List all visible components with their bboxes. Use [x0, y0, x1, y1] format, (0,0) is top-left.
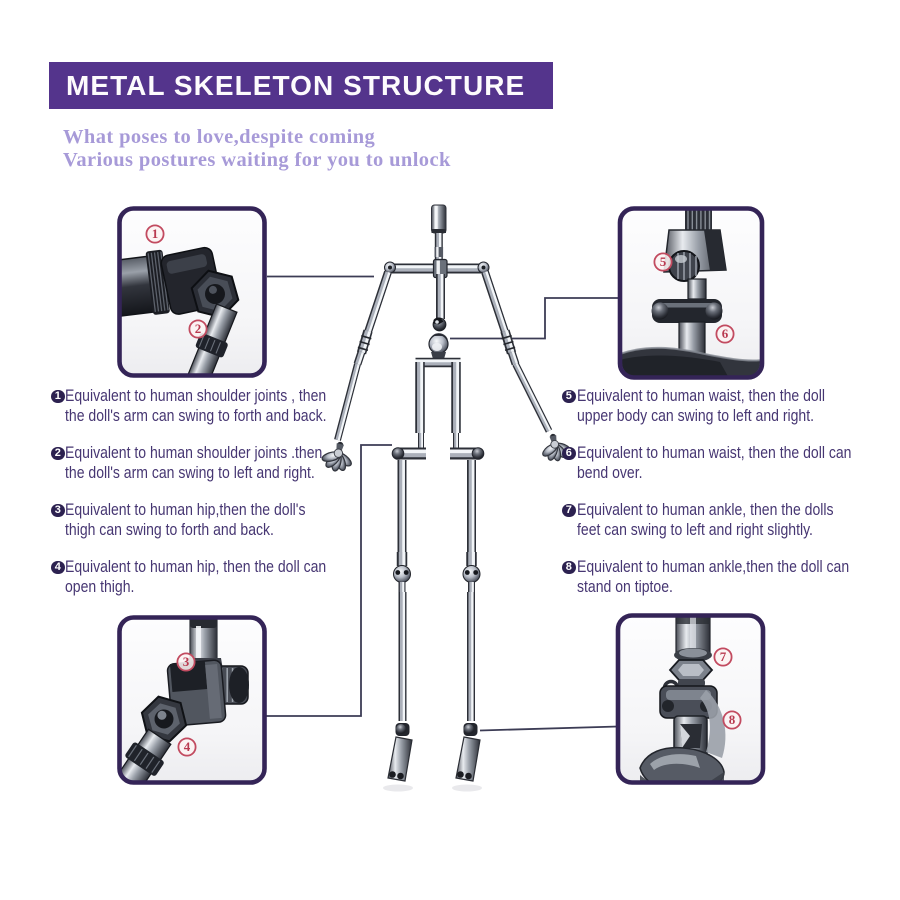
- svg-text:5: 5: [660, 254, 667, 269]
- svg-text:6: 6: [722, 326, 729, 341]
- svg-text:7: 7: [720, 649, 727, 664]
- svg-text:1: 1: [152, 226, 159, 241]
- svg-text:8: 8: [729, 712, 736, 727]
- svg-text:2: 2: [195, 321, 202, 336]
- svg-text:4: 4: [184, 739, 191, 754]
- svg-text:3: 3: [183, 654, 190, 669]
